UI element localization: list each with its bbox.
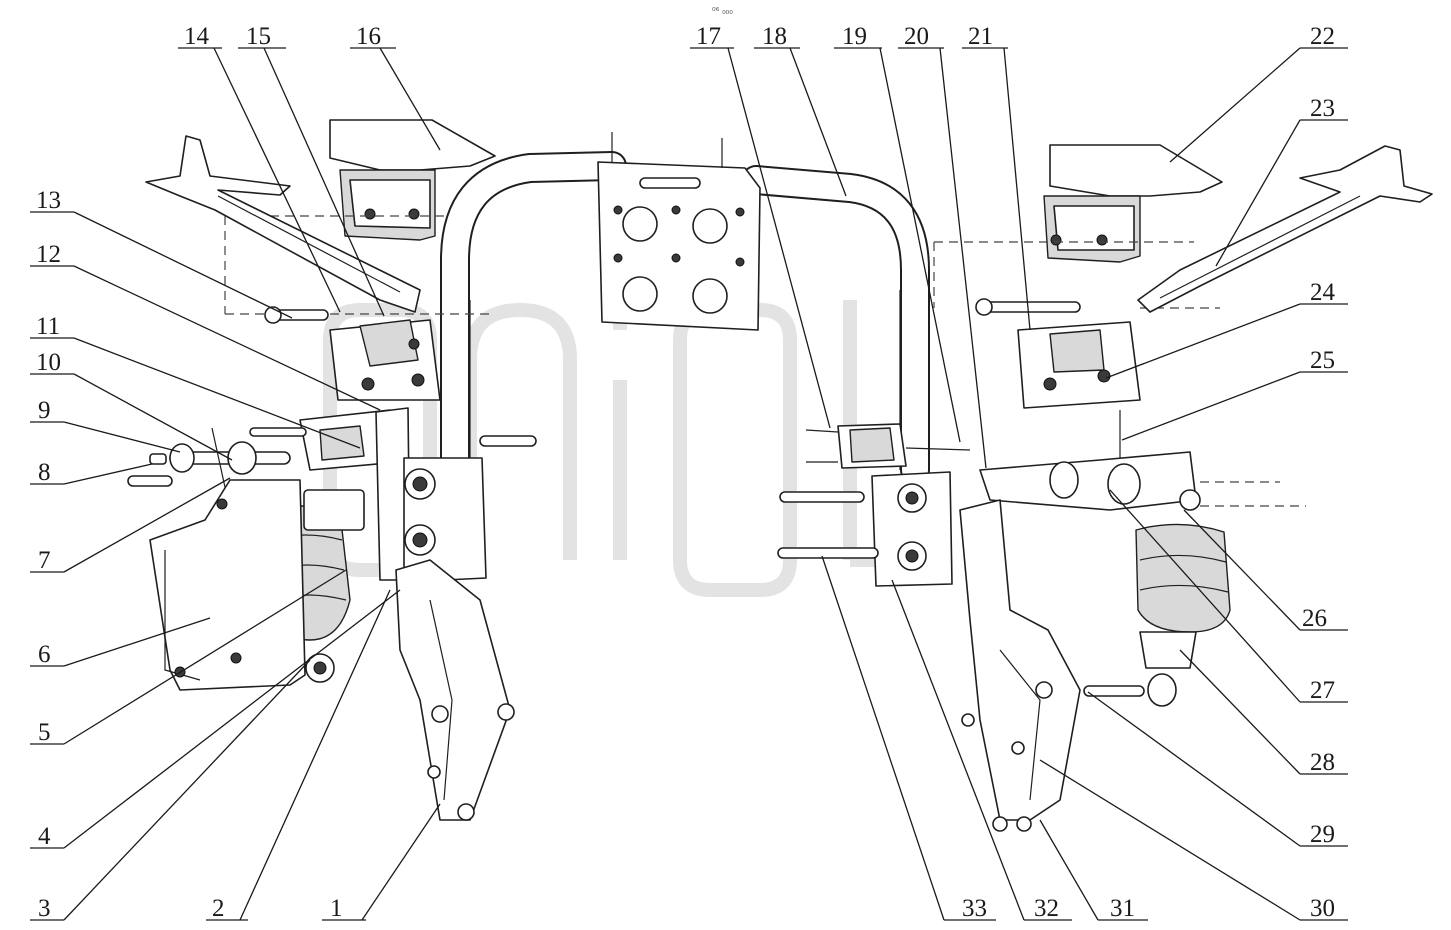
arched-support-frame	[440, 151, 930, 575]
callout-31: 31	[1110, 895, 1135, 922]
callout-28: 28	[1310, 749, 1335, 776]
callout-26: 26	[1302, 605, 1327, 632]
left-side-plate	[149, 479, 306, 691]
callout-22: 22	[1310, 23, 1335, 50]
callout-13: 13	[36, 187, 61, 214]
callout-12: 12	[36, 241, 61, 268]
upper-left-bracket	[224, 119, 496, 315]
callout-14: 14	[184, 23, 210, 50]
upper-right-bracket	[933, 144, 1223, 309]
callout-15: 15	[246, 23, 271, 50]
callout-16: 16	[356, 23, 381, 50]
leader-lines	[30, 47, 1348, 921]
right-air-spring	[1083, 523, 1231, 707]
right-lower-bracket	[959, 499, 1081, 832]
callout-7: 7	[38, 547, 51, 574]
stamp-text: ⁰⁶ ₀₀₀	[712, 7, 733, 17]
right-mount-block	[777, 471, 953, 587]
callout-8: 8	[38, 459, 51, 486]
callout-21: 21	[968, 23, 993, 50]
callout-4: 4	[38, 823, 51, 850]
callout-19: 19	[842, 23, 867, 50]
callout-27: 27	[1310, 677, 1335, 704]
callout-29: 29	[1310, 821, 1335, 848]
callout-2: 2	[212, 895, 225, 922]
callout-30: 30	[1310, 895, 1335, 922]
callout-20: 20	[904, 23, 929, 50]
left-upper-valve-bracket	[264, 306, 441, 401]
callout-17: 17	[696, 23, 721, 50]
callout-3: 3	[38, 895, 51, 922]
callout-5: 5	[38, 719, 51, 746]
callout-1: 1	[330, 895, 343, 922]
callout-33: 33	[962, 895, 987, 922]
upper-right-torsion-arm	[1137, 145, 1433, 313]
right-leveling-valve	[805, 423, 971, 469]
callout-32: 32	[1034, 895, 1059, 922]
callout-24: 24	[1310, 279, 1336, 306]
callout-23: 23	[1310, 95, 1335, 122]
callout-6: 6	[38, 641, 51, 668]
left-mount-block	[375, 407, 537, 583]
callout-9: 9	[38, 397, 51, 424]
callout-11: 11	[36, 313, 60, 340]
callout-18: 18	[762, 23, 787, 50]
callout-10: 10	[36, 349, 61, 376]
center-mounting-plate	[597, 132, 761, 331]
right-damper-link	[979, 451, 1306, 511]
callout-labels: 14 15 16 17 18 19 20 21 22 23 13 12 11 1…	[36, 23, 1336, 922]
upper-left-torsion-arm	[145, 135, 421, 313]
right-upper-valve-bracket	[975, 298, 1141, 470]
callout-25: 25	[1310, 347, 1335, 374]
left-lower-bracket	[395, 559, 515, 821]
